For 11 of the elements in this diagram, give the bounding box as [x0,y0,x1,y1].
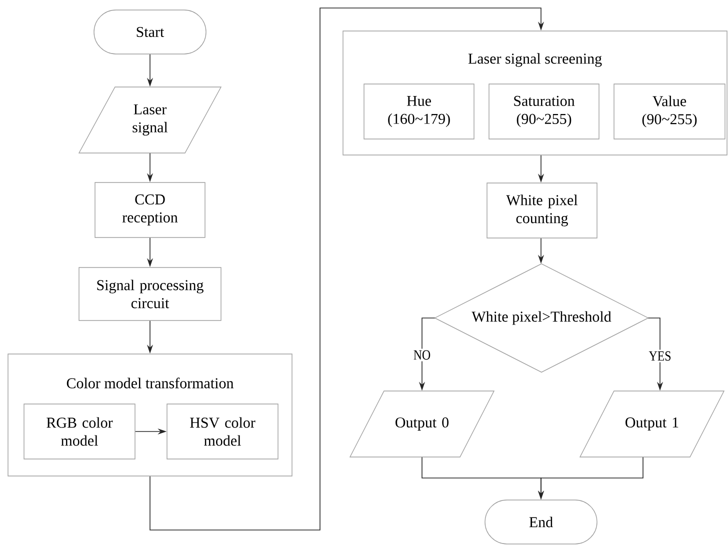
process-box: CCD reception [94,182,206,238]
process-box: White pixel counting [486,182,598,238]
process-box: Value (90~255) [614,84,726,140]
process-box: Hue (160~179) [364,84,474,140]
arrow [150,8,544,530]
process-box: Saturation (90~255) [488,84,600,140]
edge-label: NO [412,348,432,362]
edge-label: YES [647,350,673,362]
process-box: Signal processing circuit [78,267,222,321]
process-box: RGB color model [24,404,136,460]
process-box: HSV color model [166,404,278,460]
